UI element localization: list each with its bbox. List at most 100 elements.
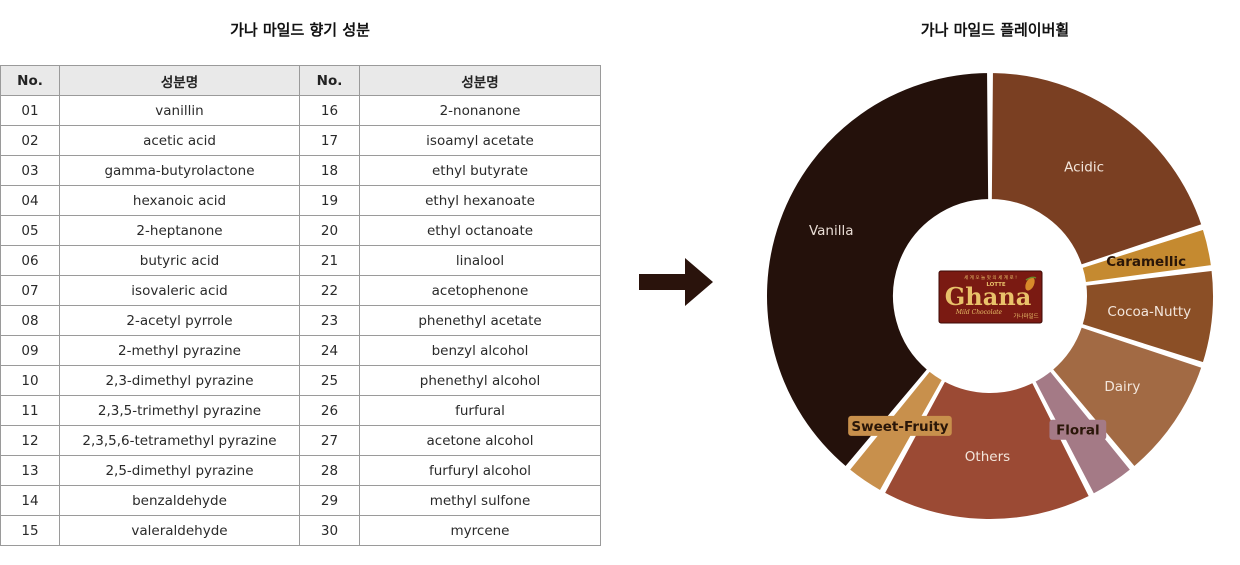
cell-compound-name: ethyl butyrate: [359, 155, 601, 186]
logo-background: [938, 270, 1043, 324]
cell-no: 02: [0, 125, 60, 156]
segment-label-floral: Floral: [1056, 423, 1100, 439]
cell-no: 16: [299, 95, 360, 126]
cell-no: 03: [0, 155, 60, 186]
cell-compound-name: 2,3,5-trimethyl pyrazine: [59, 395, 300, 426]
segment-label-others: Others: [965, 449, 1010, 465]
cell-no: 21: [299, 245, 360, 276]
header-compound-name: 성분명: [359, 65, 601, 96]
cell-compound-name: 2-methyl pyrazine: [59, 335, 300, 366]
cell-compound-name: furfural: [359, 395, 601, 426]
cell-compound-name: linalool: [359, 245, 601, 276]
wheel-segment-acidic: [989, 70, 1204, 267]
cell-no: 23: [299, 305, 360, 336]
cell-compound-name: 2-heptanone: [59, 215, 300, 246]
cell-no: 28: [299, 455, 360, 486]
cell-no: 20: [299, 215, 360, 246]
wheel-title: 가나 마일드 플레이버휠: [920, 21, 1070, 39]
cell-compound-name: phenethyl acetate: [359, 305, 601, 336]
cell-compound-name: ethyl octanoate: [359, 215, 601, 246]
cell-compound-name: furfuryl alcohol: [359, 455, 601, 486]
cell-no: 22: [299, 275, 360, 306]
cell-no: 12: [0, 425, 60, 456]
wheel-segment-dairy: [1050, 325, 1204, 469]
cell-no: 27: [299, 425, 360, 456]
segment-label-cocoa-nutty: Cocoa-Nutty: [1107, 304, 1191, 320]
logo-tagline: 세 계 오 늘 맛 의 세 계 로 !: [964, 274, 1017, 281]
cell-compound-name: 2,3-dimethyl pyrazine: [59, 365, 300, 396]
cell-compound-name: acetophenone: [359, 275, 601, 306]
wheel-segment-others: [882, 379, 1092, 521]
cell-compound-name: 2,5-dimethyl pyrazine: [59, 455, 300, 486]
segment-label-vanilla: Vanilla: [809, 223, 854, 239]
cell-no: 09: [0, 335, 60, 366]
cell-no: 11: [0, 395, 60, 426]
cell-compound-name: valeraldehyde: [59, 515, 300, 546]
logo-subtitle: Mild Chocolate: [955, 309, 1003, 316]
cell-compound-name: vanillin: [59, 95, 300, 126]
cell-no: 10: [0, 365, 60, 396]
flavor-wheel: AcidicCaramellicCocoa-NuttyDairyFloralOt…: [765, 70, 1215, 521]
cell-no: 06: [0, 245, 60, 276]
cell-no: 07: [0, 275, 60, 306]
cell-no: 30: [299, 515, 360, 546]
cell-compound-name: methyl sulfone: [359, 485, 601, 516]
cell-no: 08: [0, 305, 60, 336]
cell-no: 29: [299, 485, 360, 516]
cell-compound-name: gamma-butyrolactone: [59, 155, 300, 186]
table-header-row: No. 성분명 No. 성분명: [0, 65, 601, 96]
cell-compound-name: ethyl hexanoate: [359, 185, 601, 216]
table-title: 가나 마일드 향기 성분: [230, 21, 370, 39]
right-arrow-icon: [639, 258, 713, 306]
cell-compound-name: isovaleric acid: [59, 275, 300, 306]
cell-no: 13: [0, 455, 60, 486]
cell-no: 17: [299, 125, 360, 156]
cell-compound-name: phenethyl alcohol: [359, 365, 601, 396]
cell-no: 05: [0, 215, 60, 246]
cell-no: 01: [0, 95, 60, 126]
cell-compound-name: 2-nonanone: [359, 95, 601, 126]
wheel-segment-caramellic: [1080, 227, 1214, 285]
segment-label-dairy: Dairy: [1104, 379, 1140, 395]
cell-no: 04: [0, 185, 60, 216]
logo-korean: 가나마일드: [1013, 312, 1038, 320]
cell-compound-name: acetic acid: [59, 125, 300, 156]
cell-no: 15: [0, 515, 60, 546]
cell-no: 14: [0, 485, 60, 516]
ghana-logo: 세 계 오 늘 맛 의 세 계 로 ! LOTTE Ghana Mild Cho…: [938, 270, 1043, 324]
cell-compound-name: 2,3,5,6-tetramethyl pyrazine: [59, 425, 300, 456]
header-no: No.: [0, 65, 60, 96]
cell-compound-name: benzyl alcohol: [359, 335, 601, 366]
label-tag-sweet-fruity: [848, 415, 952, 436]
cell-compound-name: myrcene: [359, 515, 601, 546]
logo-brand-small: LOTTE: [986, 282, 1006, 288]
segment-label-caramellic: Caramellic: [1106, 254, 1186, 270]
cell-compound-name: benzaldehyde: [59, 485, 300, 516]
cell-no: 26: [299, 395, 360, 426]
cell-no: 24: [299, 335, 360, 366]
cell-compound-name: butyric acid: [59, 245, 300, 276]
wheel-segment-vanilla: [765, 70, 991, 469]
label-tag-floral: [1049, 419, 1107, 440]
cell-compound-name: hexanoic acid: [59, 185, 300, 216]
segment-label-acidic: Acidic: [1064, 160, 1104, 176]
cell-compound-name: isoamyl acetate: [359, 125, 601, 156]
header-compound-name: 성분명: [59, 65, 300, 96]
cell-no: 18: [299, 155, 360, 186]
cocoa-pod-icon: [1025, 276, 1037, 291]
cell-no: 19: [299, 185, 360, 216]
logo-brand: Ghana: [945, 282, 1032, 311]
